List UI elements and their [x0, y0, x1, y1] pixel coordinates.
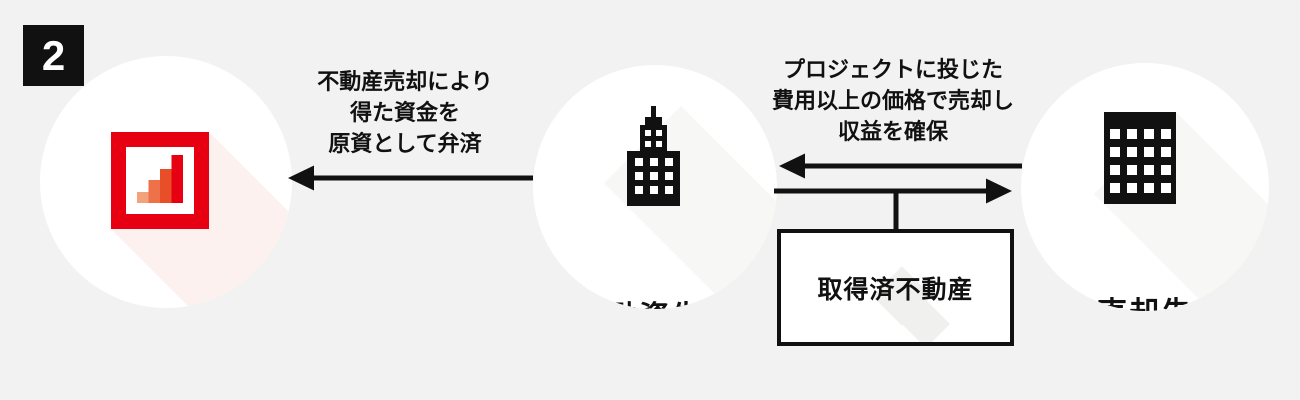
repayment-line-1: 不動産売却により — [317, 69, 493, 94]
step-number: 2 — [41, 31, 66, 79]
repayment-annotation: 不動産売却により 得た資金を 原資として弁済 — [245, 66, 565, 159]
repayment-line-2: 得た資金を — [349, 100, 460, 125]
sale-payment-arrowhead-left — [779, 153, 805, 179]
repayment-line-3: 原資として弁済 — [328, 131, 482, 156]
company-logo-node — [40, 56, 292, 308]
acquired-property-box: 取得済不動産 — [777, 229, 1014, 346]
buyer-label: 売却先 — [1021, 288, 1269, 311]
sale-line-1: プロジェクトに投じた — [782, 57, 1003, 82]
bar-chart-logo-icon — [111, 132, 209, 229]
sale-line-3: 収益を確保 — [837, 119, 948, 144]
step-badge: 2 — [23, 25, 84, 86]
office-building-icon — [1104, 112, 1176, 204]
financing-recipient-label: 融資先 — [533, 292, 777, 309]
skyscraper-icon — [627, 106, 680, 206]
property-box-watermark — [872, 266, 951, 342]
acquired-property-label: 取得済不動産 — [817, 275, 974, 304]
buyer-node: 売却先 — [1021, 63, 1269, 311]
property-transfer-arrowhead-right — [986, 178, 1012, 204]
sale-proceeds-annotation: プロジェクトに投じた 費用以上の価格で売却し 収益を確保 — [753, 54, 1033, 147]
sale-line-2: 費用以上の価格で売却し — [771, 88, 1014, 113]
repayment-arrowhead-left — [288, 165, 314, 191]
financing-recipient-node: 融資先 — [533, 65, 777, 309]
